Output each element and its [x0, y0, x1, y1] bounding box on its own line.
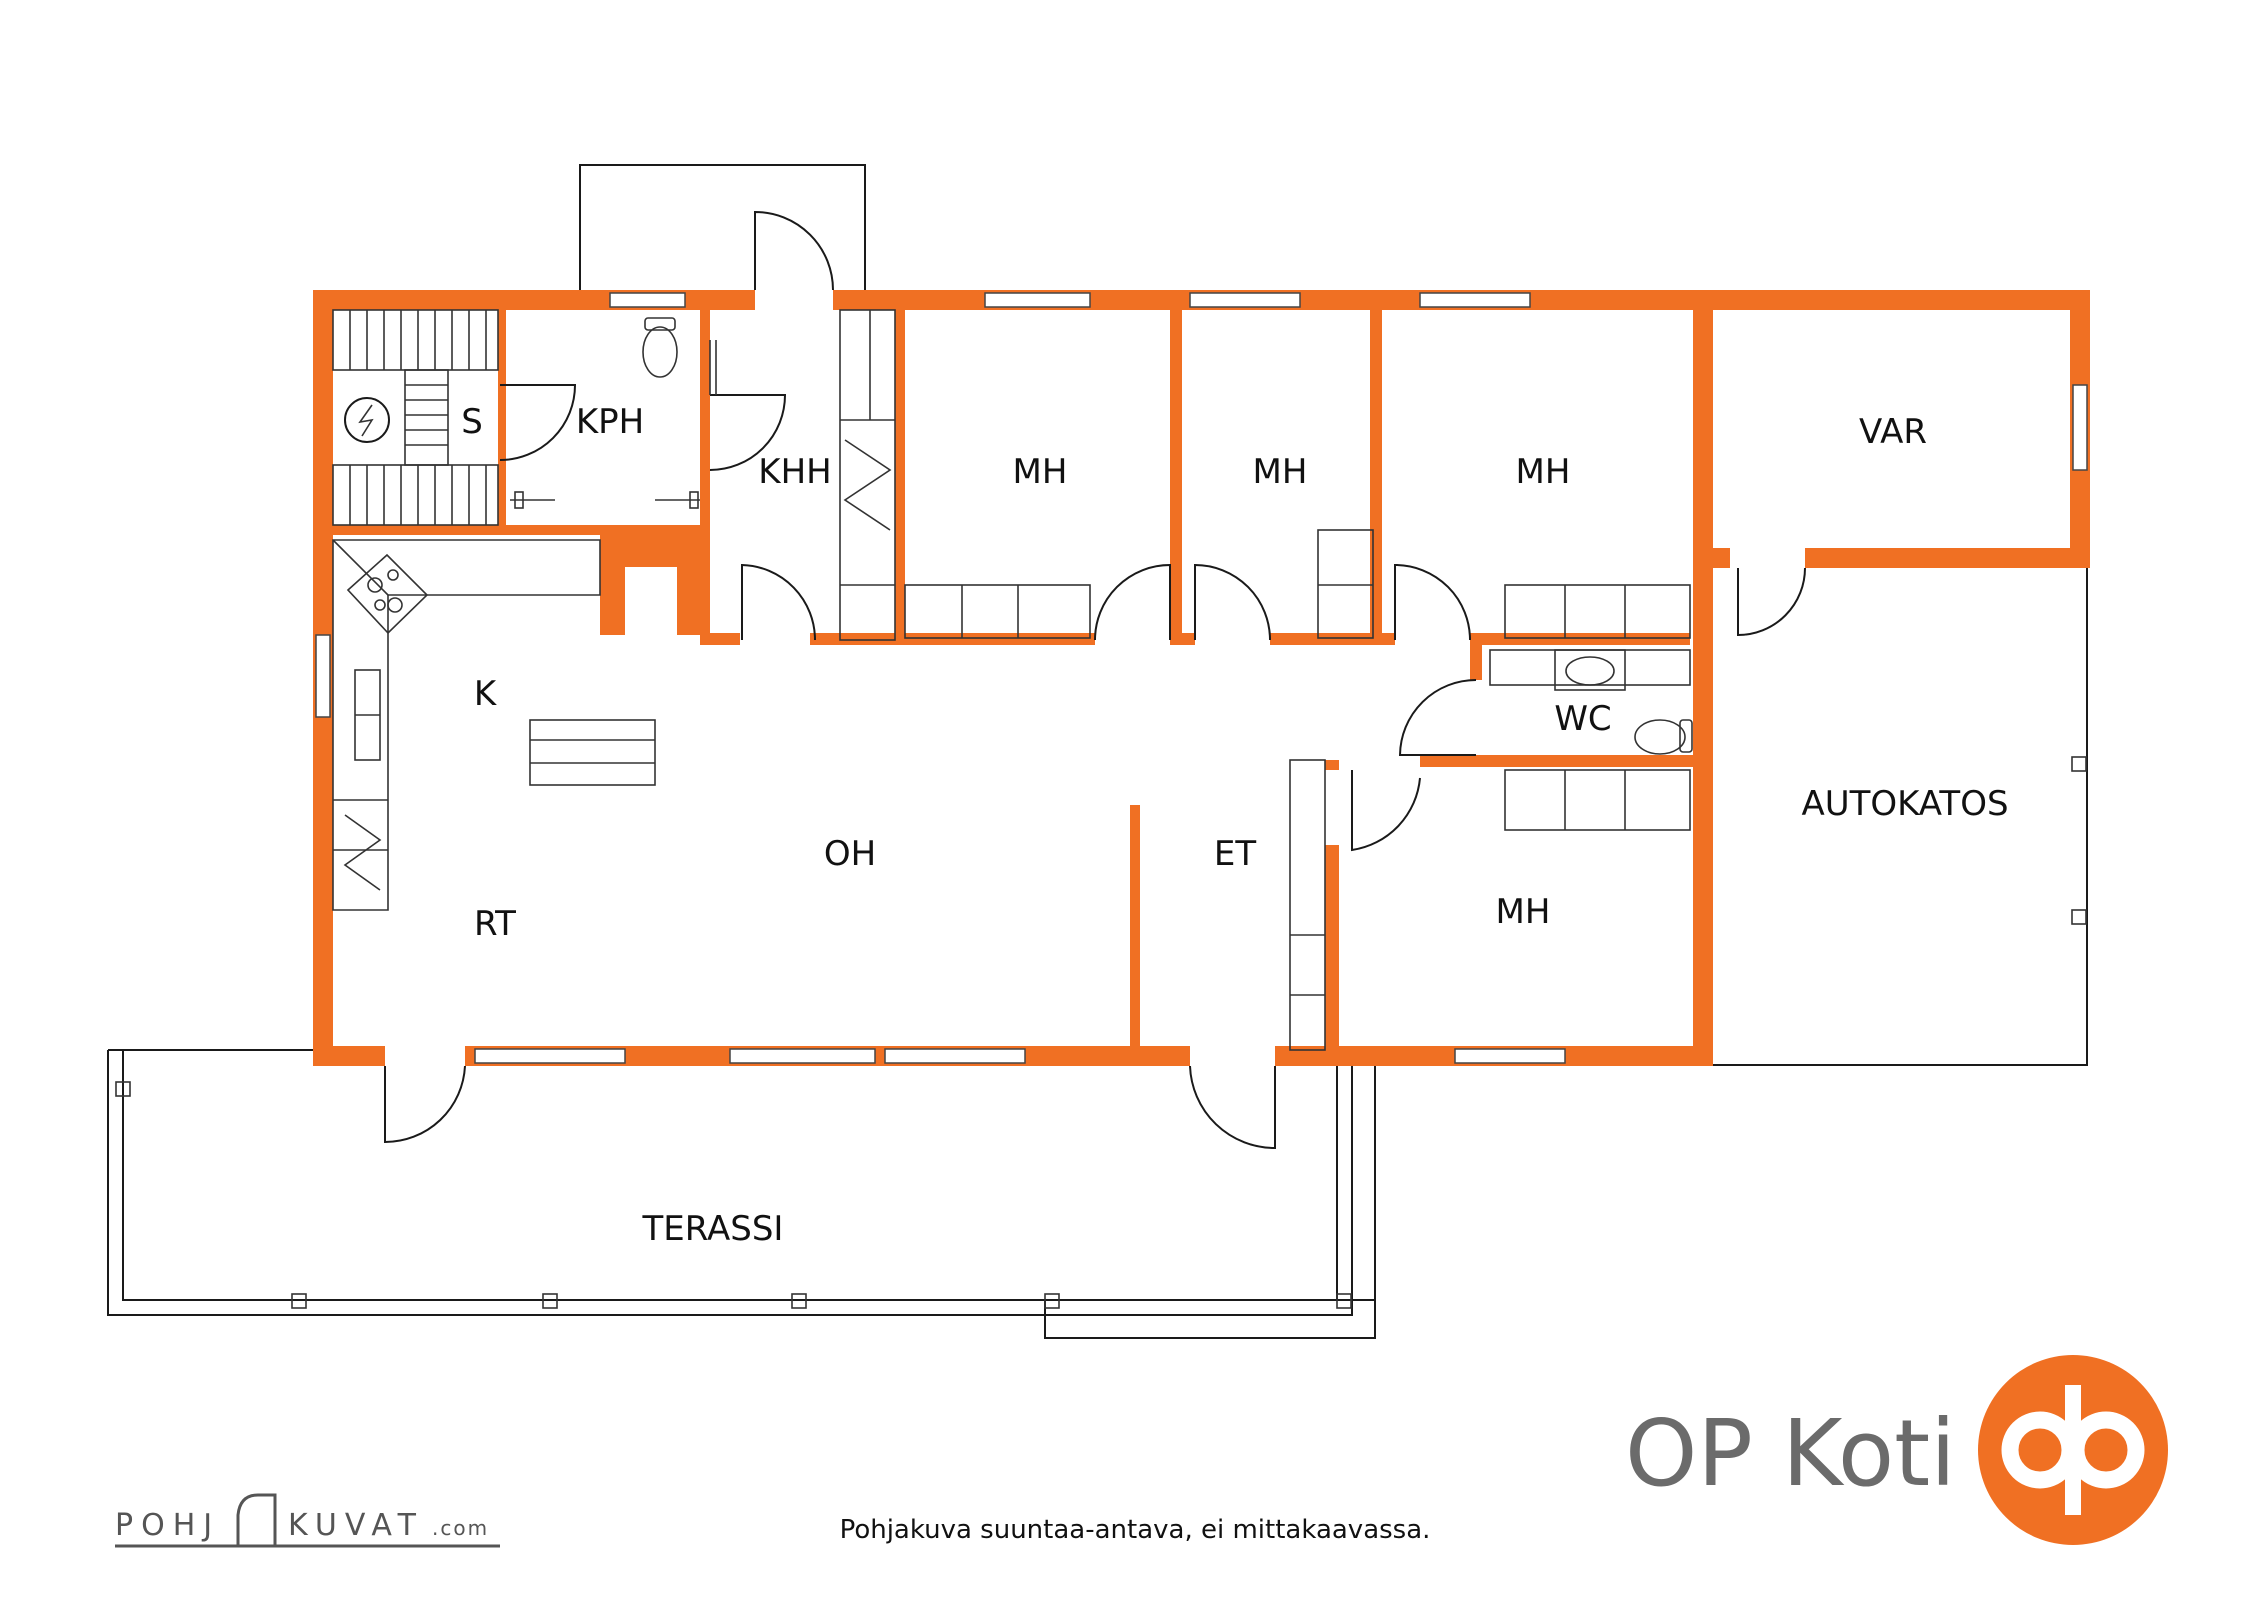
room-label-kph: KPH	[576, 402, 644, 442]
room-label-autokatos: AUTOKATOS	[1801, 784, 2008, 824]
sink-icon	[1554, 649, 1626, 691]
room-label-wc: WC	[1554, 699, 1611, 739]
room-label-k: K	[474, 674, 498, 714]
disclaimer-text: Pohjakuva suuntaa-antava, ei mittakaavas…	[840, 1515, 1431, 1545]
room-label-s: S	[461, 402, 483, 442]
sauna-stove-icon	[344, 397, 390, 443]
toilet-icon	[642, 317, 678, 378]
wardrobes	[904, 529, 1691, 1051]
op-logo-icon	[1978, 1355, 2168, 1545]
pohjakuvat-watermark: POHJ KUVAT .com	[115, 1493, 500, 1548]
terrace-outline	[107, 1049, 1376, 1339]
kitchen-counters	[332, 539, 601, 911]
doors	[384, 210, 1806, 1150]
watermark-arc	[236, 1493, 277, 1545]
windows	[315, 292, 2088, 1064]
room-label-mh2: MH	[1253, 452, 1308, 492]
watermark-left-text: POHJ	[115, 1508, 220, 1543]
sauna-benches	[332, 309, 499, 526]
room-label-oh: OH	[824, 834, 876, 874]
room-label-khh: KHH	[758, 452, 831, 492]
brand-text: OP Koti	[1625, 1400, 1956, 1507]
shower-fixtures	[510, 340, 717, 509]
room-label-mh4: MH	[1496, 892, 1551, 932]
room-label-var: VAR	[1859, 412, 1927, 452]
kitchen-island	[529, 719, 656, 786]
wc-counter	[1489, 649, 1691, 686]
toilet-icon	[1634, 719, 1693, 755]
watermark-right-text: KUVAT	[288, 1508, 424, 1543]
fireplace-opening	[625, 567, 677, 635]
room-label-et: ET	[1214, 834, 1256, 874]
room-label-terassi: TERASSI	[642, 1209, 784, 1249]
entrance-canopy	[579, 164, 866, 294]
stove-icon	[346, 553, 429, 635]
room-label-rt: RT	[474, 904, 516, 944]
room-label-mh1: MH	[1013, 452, 1068, 492]
room-label-mh3: MH	[1516, 452, 1571, 492]
khh-cabinets	[839, 309, 896, 641]
watermark-suffix-text: .com	[432, 1516, 489, 1540]
